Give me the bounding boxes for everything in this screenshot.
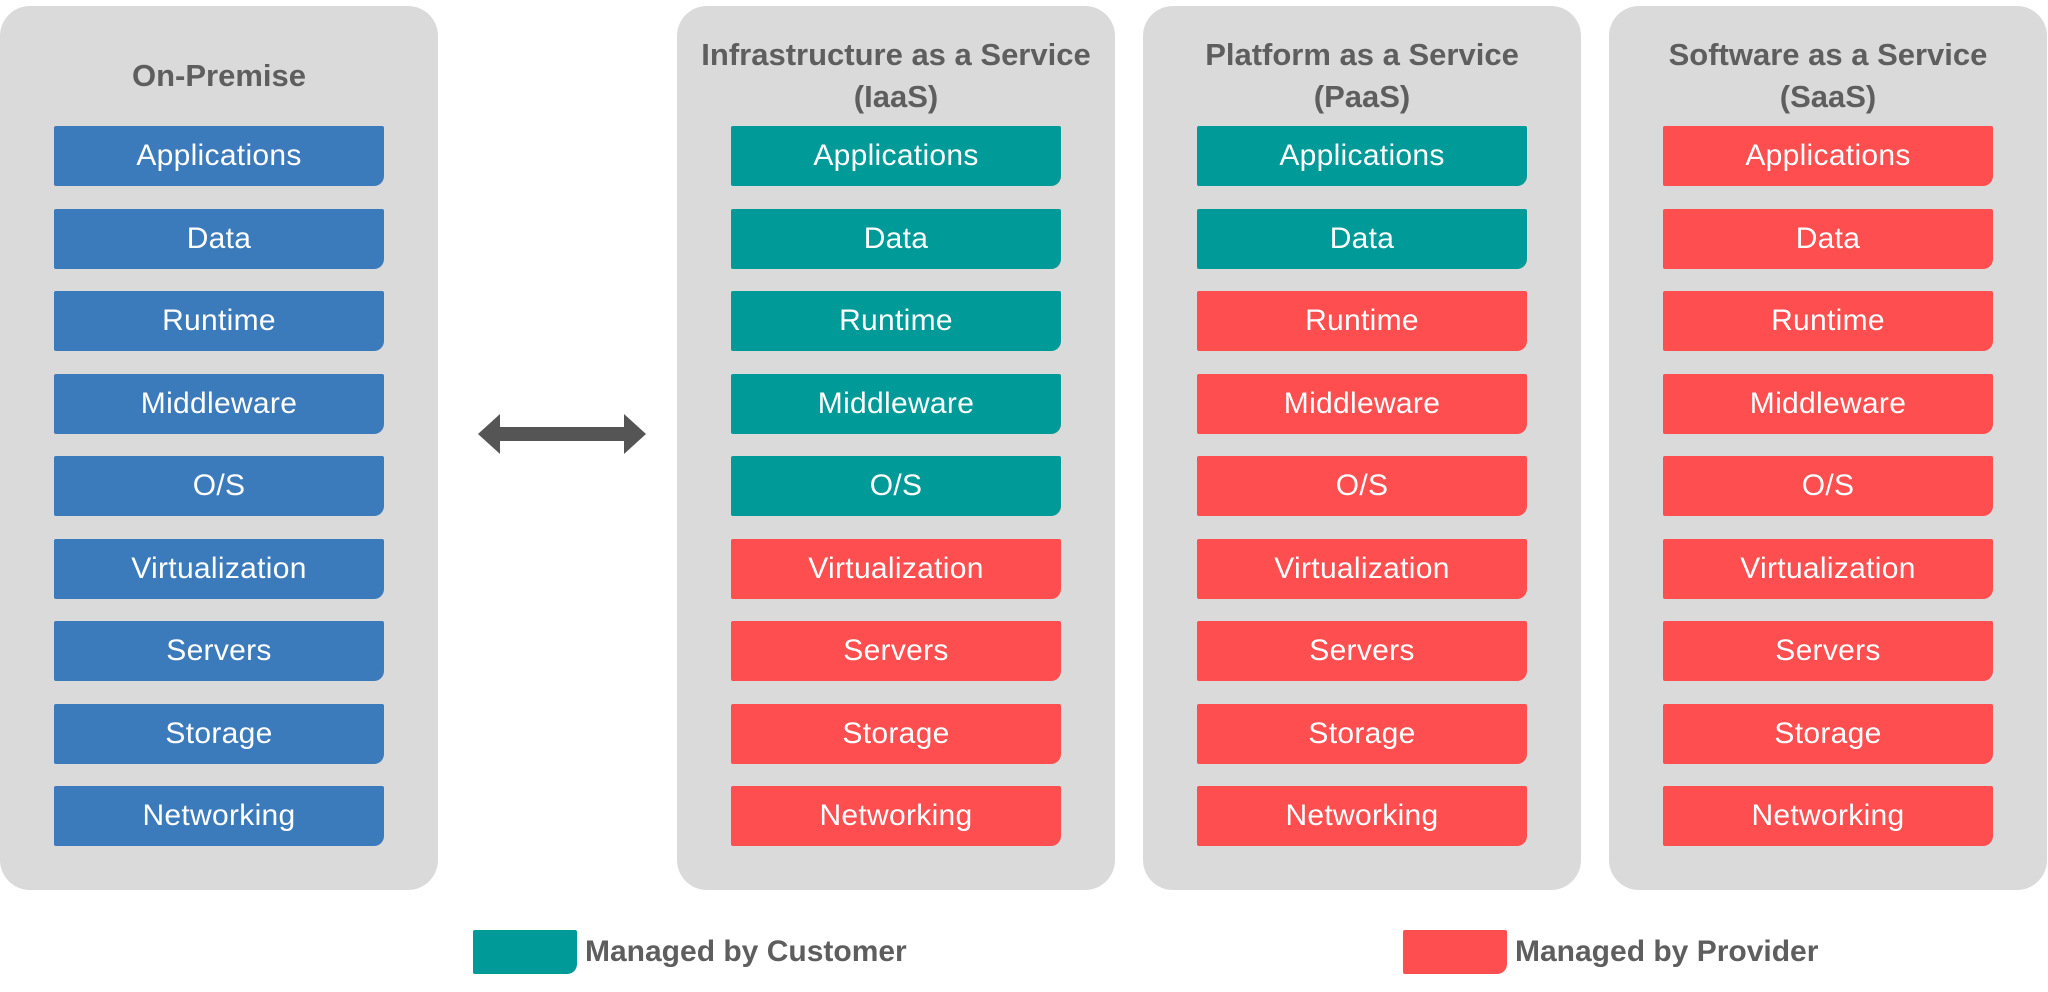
layer-data: Data [1663,208,1993,269]
layer-runtime: Runtime [1663,291,1993,351]
layer-data: Data [54,208,384,269]
column-saas: Software as a Service (SaaS) Application… [1609,6,2047,890]
layer-virtualization: Virtualization [1197,538,1527,599]
layer-middleware: Middleware [1197,373,1527,434]
column-iaas: Infrastructure as a Service (IaaS) Appli… [677,6,1115,890]
layer-os: O/S [731,456,1061,516]
layer-data: Data [731,208,1061,269]
column-title: On-Premise [131,58,306,93]
layer-runtime: Runtime [731,291,1061,351]
column-title: Software as a Service (SaaS) [1668,37,1988,114]
layer-applications: Applications [54,126,384,186]
layer-storage: Storage [731,703,1061,764]
layer-servers: Servers [54,621,384,681]
layer-os: O/S [54,456,384,516]
layer-data: Data [1197,208,1527,269]
legend-provider: Managed by Provider [1403,930,1818,974]
layer-servers: Servers [1663,621,1993,681]
legend-label-provider: Managed by Provider [1515,935,1819,968]
layer-storage: Storage [54,703,384,764]
layer-stack: Applications Data Runtime Middleware O/S… [54,126,384,869]
layer-runtime: Runtime [54,291,384,351]
layer-runtime: Runtime [1197,291,1527,351]
layer-os: O/S [1197,456,1527,516]
layer-virtualization: Virtualization [54,538,384,599]
column-on-premise: On-Premise Applications Data Runtime Mid… [0,6,438,890]
layer-storage: Storage [1663,703,1993,764]
legend-customer: Managed by Customer [473,930,907,974]
layer-applications: Applications [731,126,1061,186]
layer-networking: Networking [731,786,1061,846]
layer-stack: Applications Data Runtime Middleware O/S… [1197,126,1527,869]
layer-applications: Applications [1197,126,1527,186]
layer-virtualization: Virtualization [1663,538,1993,599]
layer-virtualization: Virtualization [731,538,1061,599]
layer-stack: Applications Data Runtime Middleware O/S… [1663,126,1993,869]
layer-networking: Networking [1197,786,1527,846]
double-arrow-icon [478,414,646,454]
layer-middleware: Middleware [731,373,1061,434]
layer-networking: Networking [1663,786,1993,846]
layer-servers: Servers [731,621,1061,681]
layer-storage: Storage [1197,703,1527,764]
layer-middleware: Middleware [54,373,384,434]
legend-label-customer: Managed by Customer [585,935,907,968]
legend-swatch-customer [473,930,577,974]
layer-applications: Applications [1663,126,1993,186]
column-title: Platform as a Service (PaaS) [1205,37,1519,114]
layer-os: O/S [1663,456,1993,516]
layer-networking: Networking [54,786,384,846]
layer-middleware: Middleware [1663,373,1993,434]
legend-swatch-provider [1403,930,1507,974]
layer-stack: Applications Data Runtime Middleware O/S… [731,126,1061,869]
layer-servers: Servers [1197,621,1527,681]
column-paas: Platform as a Service (PaaS) Application… [1143,6,1581,890]
column-title: Infrastructure as a Service (IaaS) [701,37,1091,114]
